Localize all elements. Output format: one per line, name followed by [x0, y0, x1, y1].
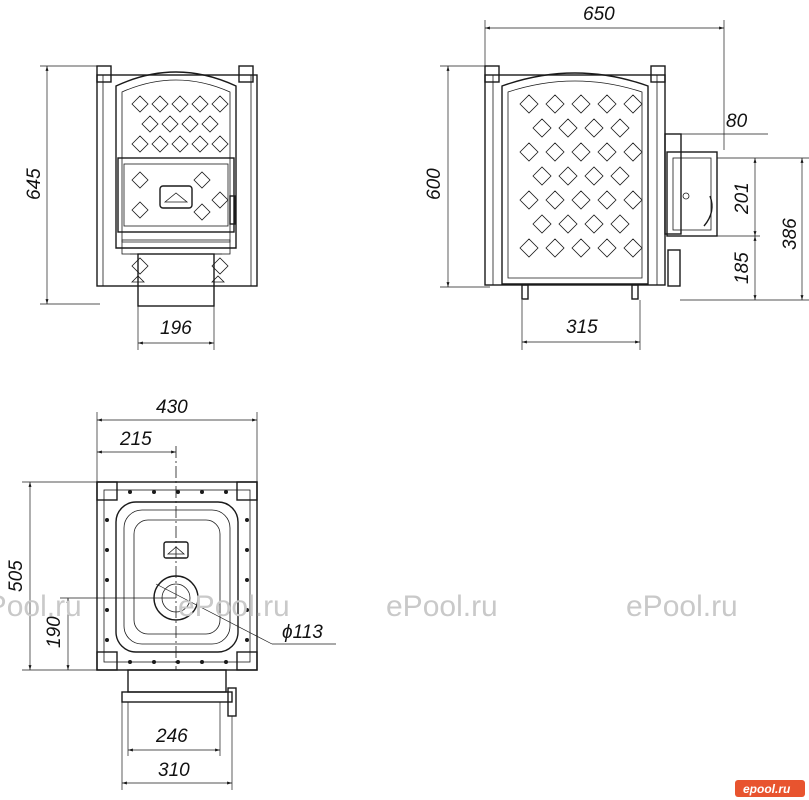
watermark-1: ePool.ru: [0, 590, 82, 623]
dim-top-pipe-diameter: ϕ113: [282, 622, 323, 643]
front-lattice-top: [131, 95, 229, 153]
side-view: 650 600 80 201 185 386 315: [424, 4, 809, 350]
watermark-4: ePool.ru: [626, 590, 738, 623]
watermark-3: ePool.ru: [386, 590, 498, 623]
side-lattice: [519, 94, 643, 258]
watermarks: ePool.ru ePool.ru ePool.ru ePool.ru: [0, 590, 738, 623]
dim-top-width: 430: [156, 397, 188, 418]
dim-side-leg-spacing: 315: [566, 317, 598, 338]
dim-side-tank-offset: 80: [726, 111, 748, 132]
dim-top-depth: 505: [6, 560, 27, 592]
dim-front-height: 645: [24, 168, 45, 200]
dim-top-pipe-offset: 190: [44, 616, 65, 648]
dim-side-height: 600: [424, 168, 445, 200]
dim-top-base-inner: 246: [155, 726, 188, 747]
dim-top-half-width: 215: [119, 429, 152, 450]
dim-side-width: 650: [583, 4, 615, 25]
front-view: 645 196: [24, 65, 258, 350]
dim-top-base-outer: 310: [158, 760, 190, 781]
bolt-holes: [105, 490, 249, 664]
brand-badge-text: epool.ru: [743, 782, 791, 796]
top-view: 430 215 505 190 ϕ113 246 310: [6, 397, 336, 790]
brand-badge: epool.ru: [735, 780, 805, 797]
dim-front-pipe-width: 196: [160, 318, 192, 339]
dim-side-lower-height: 185: [732, 252, 753, 284]
dim-side-connection-height: 386: [780, 218, 801, 250]
dim-side-tank-height: 201: [732, 182, 753, 215]
watermark-2: ePool.ru: [178, 590, 290, 623]
